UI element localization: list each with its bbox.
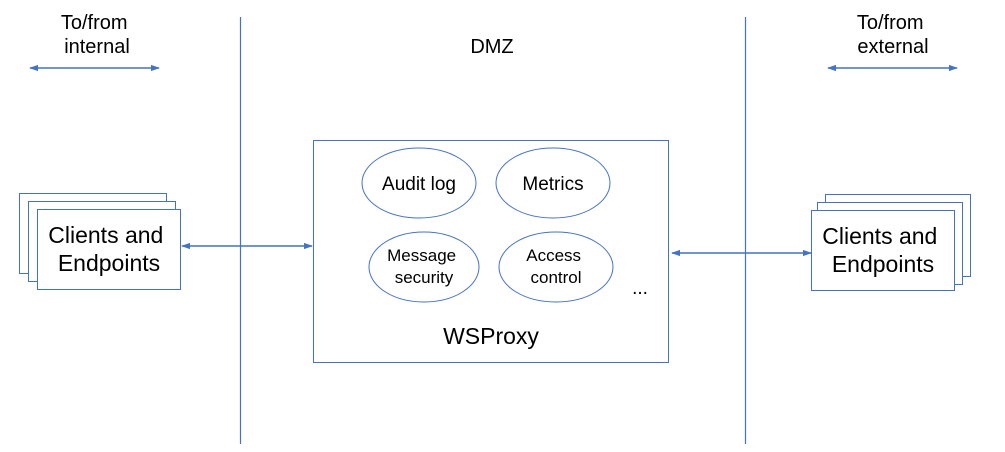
right-clients-label: Clients and Endpoints	[822, 223, 943, 277]
audit-log-label: Audit log	[382, 174, 456, 195]
left-clients-stack: Clients and Endpoints	[19, 193, 181, 290]
wsproxy-title: WSProxy	[443, 323, 539, 349]
more-features-ellipsis: ...	[632, 278, 648, 299]
dmz-label: DMZ	[470, 36, 513, 58]
left-clients-label: Clients and Endpoints	[48, 222, 169, 276]
metrics-node	[495, 147, 611, 219]
internal-label: To/from internal	[61, 12, 133, 58]
message-security-node	[368, 231, 480, 303]
right-clients-stack: Clients and Endpoints	[811, 194, 971, 291]
wsproxy-box: Audit log Metrics Message security Acces…	[313, 140, 669, 363]
metrics-label: Metrics	[522, 174, 583, 195]
message-security-label: Message security	[387, 246, 461, 287]
audit-log-node	[361, 147, 477, 219]
access-control-node	[498, 231, 614, 303]
external-label: To/from external	[857, 12, 929, 58]
access-control-label: Access control	[526, 246, 586, 287]
